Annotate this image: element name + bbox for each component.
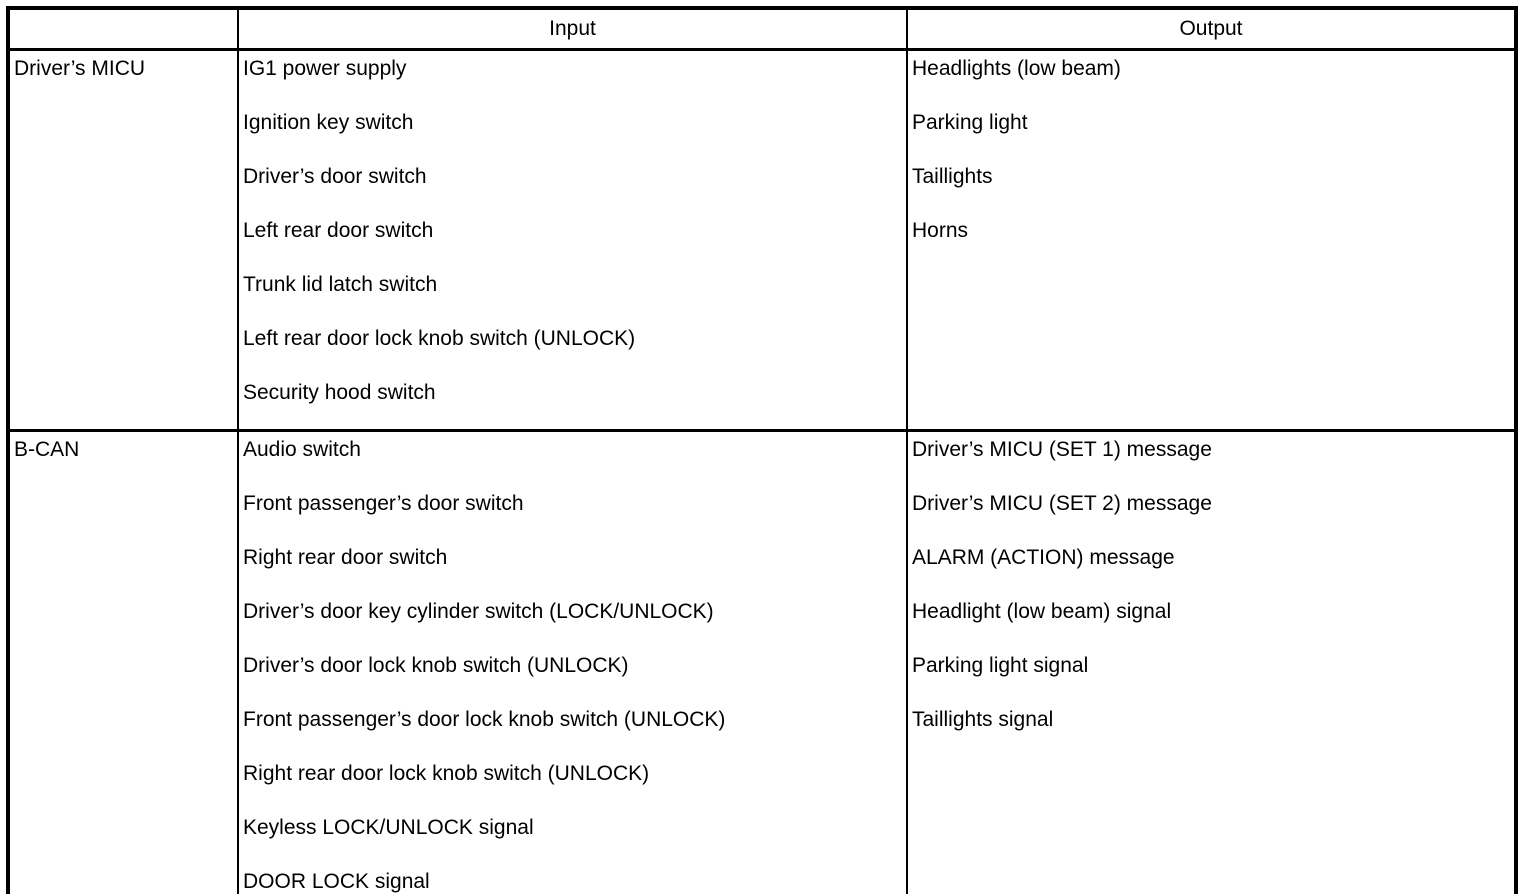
input-item: Audio switch (243, 438, 361, 461)
input-item: Ignition key switch (243, 111, 414, 134)
output-item: ALARM (ACTION) message (912, 546, 1175, 569)
input-item: Trunk lid latch switch (243, 273, 438, 296)
output-item: Driver’s MICU (SET 1) message (912, 438, 1212, 461)
output-item: Parking light signal (912, 654, 1089, 677)
input-item: Left rear door lock knob switch (UNLOCK) (243, 327, 636, 350)
input-item: IG1 power supply (243, 57, 407, 80)
output-item: Headlight (low beam) signal (912, 600, 1172, 623)
input-item: Security hood switch (243, 381, 436, 404)
input-item: Right rear door lock knob switch (UNLOCK… (243, 762, 650, 785)
output-item: Taillights signal (912, 708, 1054, 731)
output-item: Taillights (912, 165, 993, 188)
output-item: Driver’s MICU (SET 2) message (912, 492, 1212, 515)
output-item: Headlights (low beam) (912, 57, 1121, 80)
input-item: Front passenger’s door lock knob switch … (243, 708, 726, 731)
input-item: Right rear door switch (243, 546, 448, 569)
input-item: Left rear door switch (243, 219, 434, 242)
header-row: Input Output (7, 7, 1517, 51)
input-item: DOOR LOCK signal (243, 870, 430, 893)
input-output-table: Input Output Driver’s MICU IG1 power sup… (6, 6, 1518, 894)
row-label-cell: B-CAN (7, 429, 239, 894)
input-item: Driver’s door lock knob switch (UNLOCK) (243, 654, 629, 677)
header-source-cell (7, 7, 239, 51)
row-label-cell: Driver’s MICU (7, 48, 239, 432)
header-input-cell: Input (237, 7, 908, 51)
input-item: Driver’s door switch (243, 165, 427, 188)
output-item: Parking light (912, 111, 1028, 134)
input-item: Driver’s door key cylinder switch (LOCK/… (243, 600, 714, 623)
header-output-cell: Output (906, 7, 1517, 51)
input-item: Keyless LOCK/UNLOCK signal (243, 816, 534, 839)
input-item: Front passenger’s door switch (243, 492, 524, 515)
output-item: Horns (912, 219, 969, 242)
row-label: Driver’s MICU (14, 57, 146, 80)
row-label: B-CAN (14, 438, 80, 461)
